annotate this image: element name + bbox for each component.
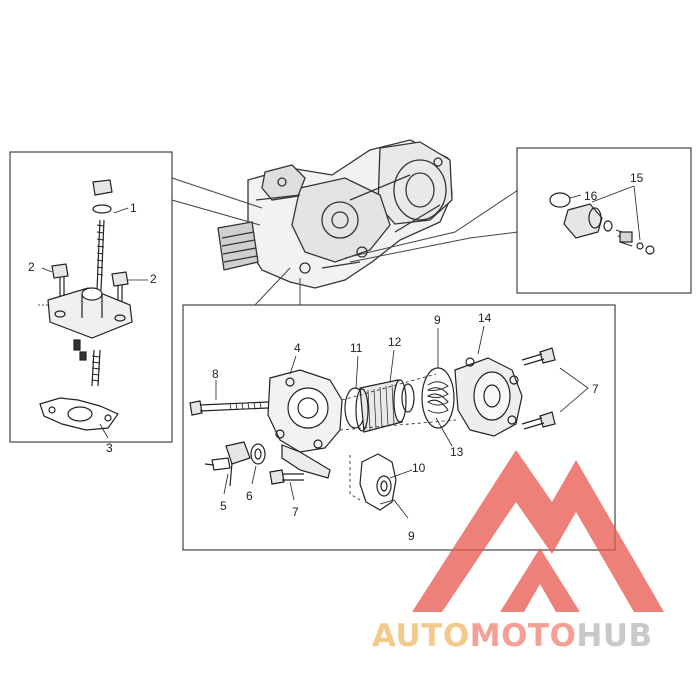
watermark-auto: AUTO	[372, 618, 470, 654]
callout-1: 1	[130, 201, 137, 215]
callout-14: 14	[478, 311, 492, 325]
oil-filter-detail-box	[182, 304, 616, 551]
callout-11: 11	[350, 341, 363, 355]
callout-13: 13	[450, 445, 464, 459]
watermark-text: AUTOMOTOHUB	[372, 618, 653, 654]
relief-valve-parts	[549, 185, 655, 255]
callout-2-right: 2	[150, 272, 157, 286]
callout-2-left: 2	[28, 260, 35, 274]
engine-assembly	[217, 139, 453, 289]
callout-9-top: 9	[434, 313, 441, 327]
callout-3: 3	[106, 441, 113, 455]
leader-lines	[171, 168, 519, 306]
callout-7-lower: 7	[292, 505, 299, 519]
callout-9-bottom: 9	[408, 529, 415, 543]
watermark-moto: MOTO	[470, 618, 577, 654]
watermark-hub: HUB	[576, 618, 652, 654]
callout-4: 4	[294, 341, 301, 355]
callout-12: 12	[388, 335, 402, 349]
callout-10: 10	[412, 461, 426, 475]
callout-7-right: 7	[592, 382, 599, 396]
callout-5: 5	[220, 499, 227, 513]
callout-6: 6	[246, 489, 253, 503]
automotohub-logo-icon	[412, 450, 664, 612]
oil-filter-parts	[189, 325, 589, 519]
callout-8: 8	[212, 367, 219, 381]
relief-valve-detail-box	[516, 147, 692, 294]
tensioner-parts	[38, 179, 148, 439]
tensioner-detail-box	[9, 151, 173, 443]
callout-15: 15	[630, 171, 644, 185]
callout-16: 16	[584, 189, 598, 203]
